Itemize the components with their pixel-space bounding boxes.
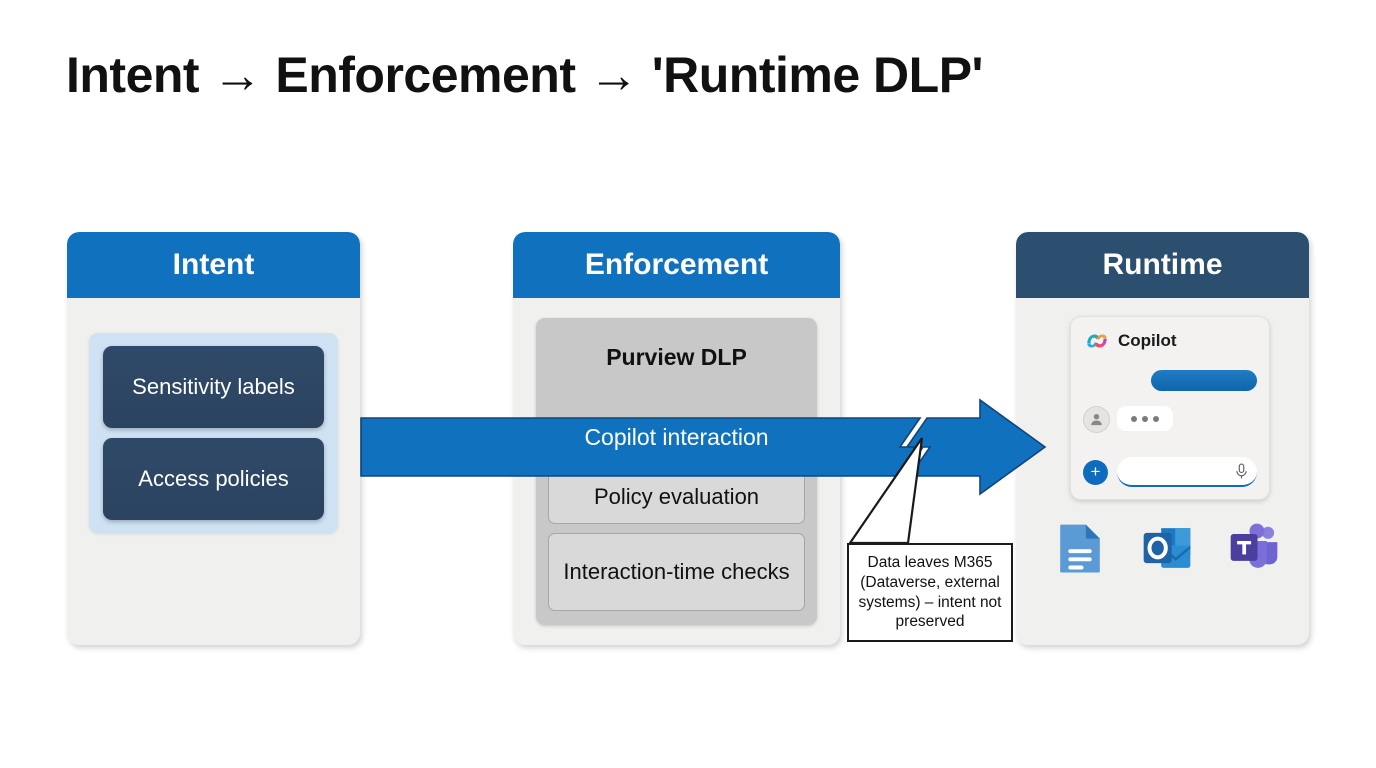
enforcement-item-policy-evaluation[interactable]: Policy evaluation (548, 470, 805, 524)
panel-enforcement-header: Enforcement (513, 232, 840, 298)
copilot-card-header: Copilot (1084, 328, 1177, 354)
panel-runtime-body: Copilot + (1016, 298, 1309, 645)
intent-item-sensitivity-labels[interactable]: Sensitivity labels (103, 346, 324, 428)
panel-intent-body: Sensitivity labels Access policies (67, 298, 360, 645)
callout-pointer (847, 437, 924, 545)
enforcement-item-interaction-time-checks[interactable]: Interaction-time checks (548, 533, 805, 611)
arrow-label-copilot-interaction: Copilot interaction (584, 424, 769, 450)
panel-enforcement: Enforcement Purview DLP Policy evaluatio… (513, 232, 840, 645)
typing-dot (1131, 415, 1137, 422)
add-attachment-button[interactable]: + (1083, 460, 1108, 485)
panel-enforcement-body: Purview DLP Policy evaluation Interactio… (513, 298, 840, 645)
message-input[interactable] (1117, 457, 1257, 487)
copilot-logo-icon (1087, 334, 1107, 348)
runtime-app-icons (1052, 520, 1282, 576)
panel-intent: Intent Sensitivity labels Access policie… (67, 232, 360, 645)
copilot-app-name: Copilot (1118, 331, 1177, 350)
intent-inner-container: Sensitivity labels Access policies (89, 333, 338, 533)
assistant-message-bubble (1151, 370, 1257, 391)
word-document-icon[interactable] (1052, 520, 1108, 576)
person-avatar-icon (1083, 406, 1110, 433)
enforcement-inner-container: Purview DLP Policy evaluation Interactio… (536, 318, 817, 625)
callout-data-leaves-m365: Data leaves M365 (Dataverse, external sy… (847, 543, 1013, 642)
typing-dot (1142, 415, 1148, 422)
teams-icon[interactable] (1226, 520, 1282, 576)
typing-dot (1153, 415, 1159, 422)
panel-intent-header: Intent (67, 232, 360, 298)
intent-item-access-policies[interactable]: Access policies (103, 438, 324, 520)
outlook-icon[interactable] (1139, 520, 1195, 576)
panel-runtime-header: Runtime (1016, 232, 1309, 298)
microphone-icon[interactable] (1235, 463, 1248, 480)
copilot-composer: + (1083, 457, 1257, 487)
typing-dots-icon (1117, 406, 1173, 431)
panel-runtime: Runtime (1016, 232, 1309, 645)
enforcement-primary-label-purview-dlp: Purview DLP (606, 344, 747, 370)
copilot-chat-card: Copilot + (1070, 316, 1270, 500)
page-title: Intent → Enforcement → 'Runtime DLP' (66, 47, 983, 103)
